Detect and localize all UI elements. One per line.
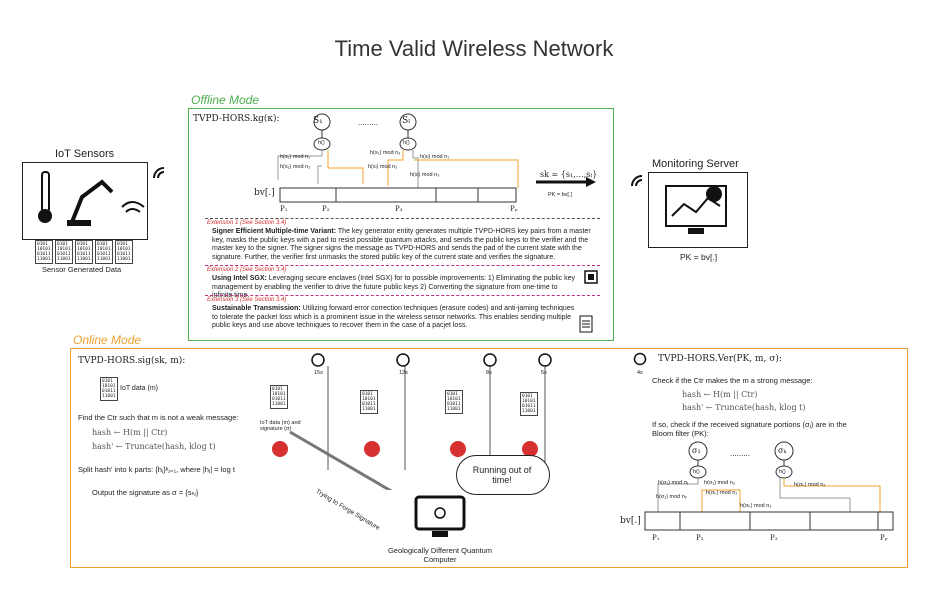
wifi-icon — [153, 167, 165, 179]
hash-step-2: hash' ← Truncate(hash, klog t) — [92, 442, 216, 451]
hash-box-1: h() — [318, 140, 325, 146]
hmod-3: h(s₁) mod n₃ — [370, 150, 401, 156]
bv-label-online: bv[.] — [620, 516, 641, 526]
packet-label: IoT data (m) and signature (σ) — [260, 420, 301, 432]
ver-partition-p3: P₃ — [770, 534, 778, 542]
iot-data-file: 0101 10101 01011 11001 — [100, 377, 118, 401]
sensor-data-file-4: 0101 10101 01011 11001 — [95, 240, 113, 264]
sensor-data-caption: Sensor Generated Data — [42, 265, 122, 274]
ver-hash-box-k: h() — [779, 469, 786, 475]
hmod-6: h(sₗ) mod n₃ — [410, 172, 440, 178]
time-15s: 15s — [314, 370, 323, 376]
ext3-tag: Extension 3 (See Section 3.4) — [207, 297, 287, 303]
check-bloom-text: If so, check if the received signature p… — [652, 420, 847, 438]
hmod-2: h(s₁) mod n₂ — [280, 164, 311, 170]
robot-arm-icon — [70, 179, 114, 223]
monitoring-server-title: Monitoring Server — [652, 158, 739, 170]
ver-hmod-1: h(σ₁) mod n₁ — [658, 480, 689, 486]
ext2-tag: Extension 2 (See Section 3.4) — [207, 267, 287, 273]
sig-heading: TVPD-HORS.sig(sk, m): — [78, 356, 186, 366]
bv-label-offline: bv[.] — [254, 188, 275, 198]
packet-4: 0101 10101 01011 11001 — [520, 392, 538, 416]
sk-label: sk = {s₁,…,sₗ} — [540, 170, 598, 179]
hmod-1: h(s₁) mod n₁ — [280, 154, 310, 160]
online-bloom-diagram — [644, 441, 894, 531]
sensor-data-file-1: 0101 10101 01011 11001 — [35, 240, 53, 264]
iot-data-label: IoT data (m) — [120, 385, 158, 392]
online-mode-label: Online Mode — [73, 333, 142, 347]
partition-p2: P₂ — [322, 205, 330, 213]
computer-icon — [414, 495, 466, 537]
ver-hmod-6: h(σₖ) mod n₃ — [740, 503, 772, 509]
sensor-data-file-3: 0101 10101 01011 11001 — [75, 240, 93, 264]
pk-server-label: PK = bv[.] — [680, 252, 718, 262]
iot-sensors-title: IoT Sensors — [55, 148, 115, 160]
pk-offline-label: PK = bv[.] — [548, 192, 572, 198]
sigma-dots: ......... — [730, 449, 751, 458]
find-ctr-text: Find the Ctr such that m is not a weak m… — [78, 413, 239, 422]
clock-icon — [633, 352, 647, 366]
time-12s: 12s — [399, 370, 408, 376]
time-8s: 8s — [486, 370, 492, 376]
sensor-data-file-2: 0101 10101 01011 11001 — [55, 240, 73, 264]
packet-2: 0101 10101 01011 11001 — [360, 390, 378, 414]
running-out-bubble — [456, 455, 550, 495]
offline-bloom-diagram — [277, 113, 596, 203]
check-ctr-text: Check if the Ctr makes the m a strong me… — [652, 376, 813, 385]
ver-partition-p1: P₁ — [652, 534, 660, 542]
ver-hash-box-1: h() — [693, 469, 700, 475]
partition-pp: Pₚ — [510, 205, 518, 213]
seed-dots: ......... — [358, 118, 379, 127]
timeline — [289, 353, 552, 490]
seed-1: S₁ — [313, 116, 323, 126]
ver-hmod-5: h(σₖ) mod n₂ — [794, 482, 826, 488]
ver-partition-pp: Pₚ — [880, 534, 888, 542]
ver-hmod-4: h(σₖ) mod n₁ — [706, 490, 738, 496]
devil-icons — [272, 441, 538, 457]
partition-p1: P₁ — [280, 205, 288, 213]
ext1-tag: Extension 1 (See Section 3.4) — [207, 220, 287, 226]
ext1-text: Signer Efficient Multiple-time Variant: … — [212, 228, 591, 261]
time-5s: 5s — [541, 370, 547, 376]
offline-mode-label: Offline Mode — [191, 93, 260, 107]
quantum-computer-label: Geologically Different Quantum Computer — [387, 546, 493, 564]
offline-mode-panel — [188, 108, 614, 341]
hash-step-1: hash ← H(m || Ctr) — [92, 428, 168, 437]
sigma-k: σₖ — [778, 446, 787, 455]
time-4s: 4s — [637, 370, 643, 376]
page-title: Time Valid Wireless Network — [334, 36, 614, 61]
sigma-1: σ₁ — [692, 446, 701, 455]
online-mode-panel — [70, 348, 908, 568]
chip-icon — [584, 270, 598, 284]
hmod-5: h(sₗ) mod n₂ — [368, 164, 398, 170]
ver-heading: TVPD-HORS.Ver(PK, m, σ): — [658, 354, 782, 364]
chart-icon — [665, 185, 727, 234]
ver-hmod-3: h(σ₁) mod n₃ — [704, 480, 736, 486]
partition-p3: P₃ — [395, 205, 403, 213]
running-out-text: Running out of time! — [472, 465, 532, 485]
hash-box-l: h() — [403, 140, 410, 146]
packet-1: 0101 10101 01011 11001 — [270, 385, 288, 409]
kg-heading: TVPD-HORS.kg(κ): — [193, 114, 280, 124]
ver-partition-p2: P₂ — [696, 534, 704, 542]
split-text: Split hash' into k parts: {hⱼ}ᵏⱼ₌₁, wher… — [78, 465, 235, 474]
thermometer-icon — [41, 171, 50, 213]
iot-sensor-illustration — [38, 171, 145, 226]
sensor-data-file-5: 0101 10101 01011 11001 — [115, 240, 133, 264]
seed-l: Sₗ — [402, 116, 411, 126]
wifi-icon — [631, 175, 643, 187]
packet-3: 0101 10101 01011 11001 — [445, 390, 463, 414]
ver-hmod-2: h(σ₁) mod n₂ — [656, 494, 687, 500]
monitoring-server-box — [648, 172, 748, 248]
iot-sensors-box — [22, 162, 148, 240]
output-text: Output the signature as σ = {sₕⱼ} — [92, 488, 199, 497]
ext3-text: Sustainable Transmission: Utilizing forw… — [212, 305, 575, 329]
ver-hash-2: hash' ← Truncate(hash, klog t) — [682, 403, 806, 412]
devil-icon — [272, 441, 288, 457]
ver-hash-1: hash ← H(m || Ctr) — [682, 390, 758, 399]
clock-icon — [311, 353, 325, 367]
document-icon — [579, 315, 593, 333]
hmod-4: h(sₗ) mod n₁ — [420, 154, 450, 160]
